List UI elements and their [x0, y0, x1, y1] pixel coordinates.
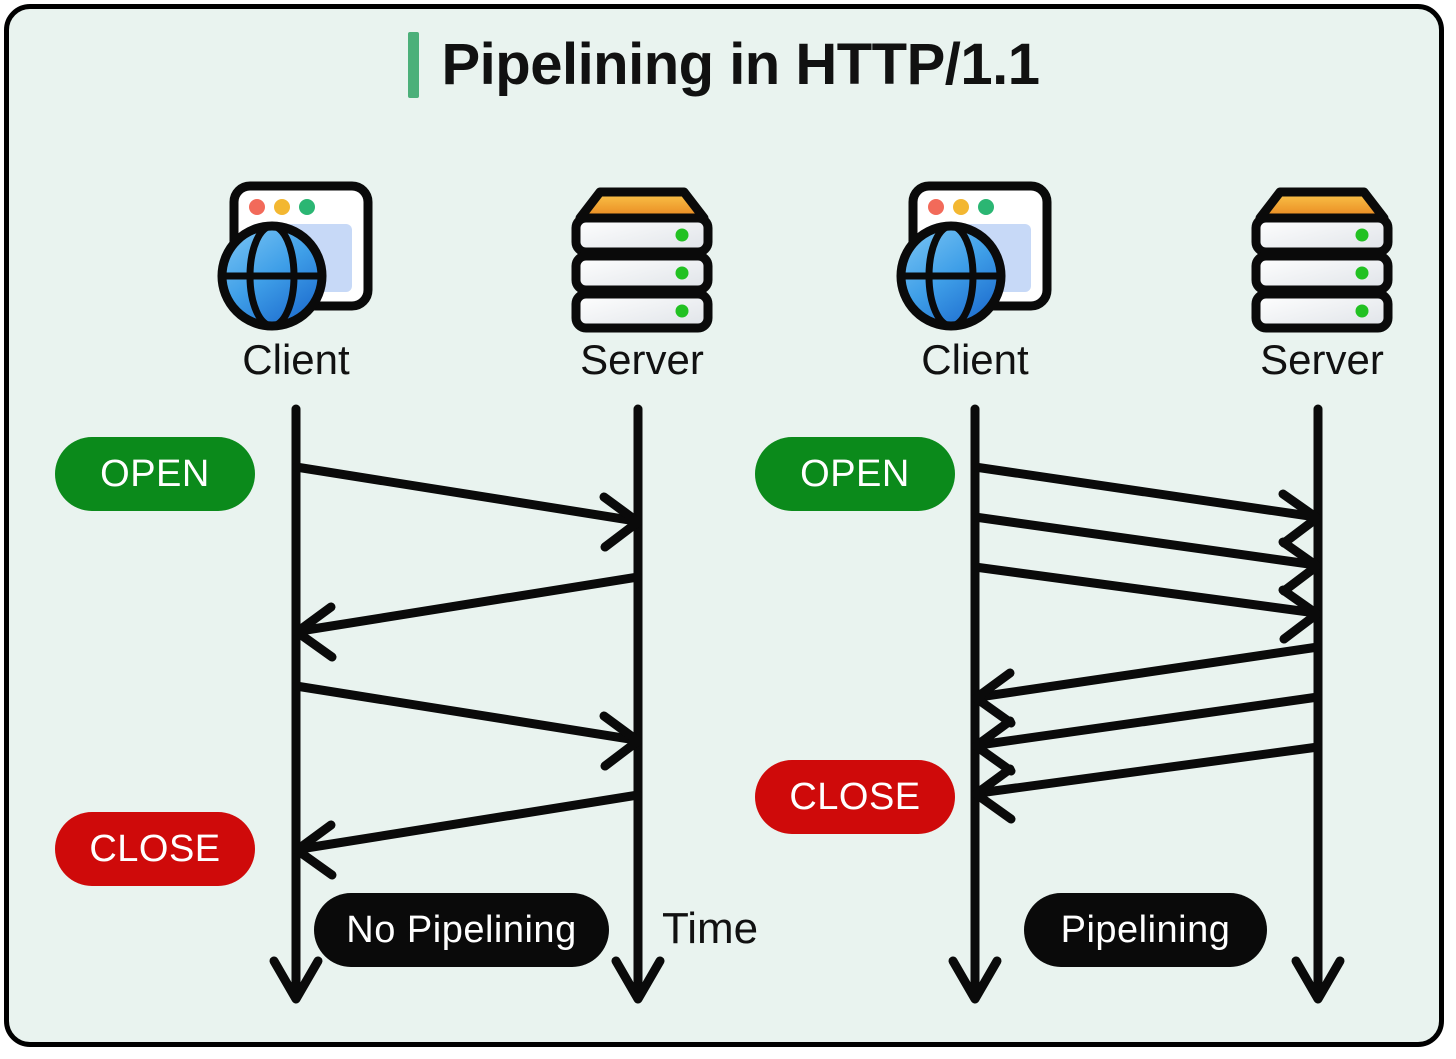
lifeline-arrowhead: [611, 956, 665, 1004]
status-badge-close-right: CLOSE: [755, 760, 955, 834]
actor-client-right: Client: [875, 174, 1075, 382]
message-response-3-right: [974, 742, 1323, 798]
arrowhead-left: [971, 716, 1016, 776]
server-rack-icon: [542, 174, 742, 334]
actor-client-left: Client: [196, 174, 396, 382]
actor-server-right: Server: [1222, 174, 1422, 382]
message-request-2-left: [291, 681, 641, 745]
actor-label: Client: [921, 336, 1029, 383]
message-request-1-right: [970, 462, 1321, 522]
message-request-2-right: [970, 512, 1321, 570]
badge-label: OPEN: [100, 452, 210, 495]
panel-caption-pipelining: Pipelining: [1024, 893, 1267, 967]
arrowhead-left: [292, 602, 337, 662]
status-badge-open-left: OPEN: [55, 437, 255, 511]
lifeline-arrowhead: [269, 956, 323, 1004]
arrowhead-left: [971, 764, 1016, 824]
status-badge-close-left: CLOSE: [55, 812, 255, 886]
status-badge-open-right: OPEN: [755, 437, 955, 511]
browser-globe-icon: [196, 174, 396, 334]
actor-label: Server: [580, 336, 704, 383]
arrowhead-right: [599, 492, 643, 552]
message-response-1-right: [974, 642, 1323, 702]
panel-caption-no-pipelining: No Pipelining: [314, 893, 609, 967]
server-rack-icon: [1222, 174, 1422, 334]
page-title: Pipelining in HTTP/1.1: [9, 31, 1439, 98]
message-response-1-left: [295, 572, 643, 636]
lifeline-arrowhead: [948, 956, 1002, 1004]
arrowhead-right: [1278, 585, 1322, 644]
arrowhead-right: [1278, 489, 1322, 548]
caption-label: Pipelining: [1060, 908, 1231, 951]
message-request-1-left: [291, 462, 641, 526]
badge-label: OPEN: [800, 452, 910, 495]
badge-label: CLOSE: [89, 827, 221, 870]
message-request-3-right: [970, 562, 1321, 618]
sequence-arrows-layer: [269, 404, 1345, 1004]
diagram-card: Pipelining in HTTP/1.1: [4, 4, 1444, 1047]
arrowhead-left: [292, 820, 337, 880]
title-text: Pipelining in HTTP/1.1: [441, 32, 1040, 97]
actor-server-left: Server: [542, 174, 742, 382]
arrowhead-left: [971, 668, 1016, 728]
time-axis-label: Time: [662, 904, 759, 953]
badge-label: CLOSE: [789, 775, 921, 818]
actor-label: Client: [242, 336, 350, 383]
arrowhead-right: [599, 711, 643, 771]
message-response-2-right: [974, 692, 1323, 750]
actor-label: Server: [1260, 336, 1384, 383]
message-response-2-left: [295, 790, 643, 854]
caption-label: No Pipelining: [346, 908, 577, 951]
browser-globe-icon: [875, 174, 1075, 334]
arrowhead-right: [1278, 537, 1322, 596]
title-accent-bar: [408, 31, 420, 98]
lifeline-arrowhead: [1291, 956, 1345, 1004]
